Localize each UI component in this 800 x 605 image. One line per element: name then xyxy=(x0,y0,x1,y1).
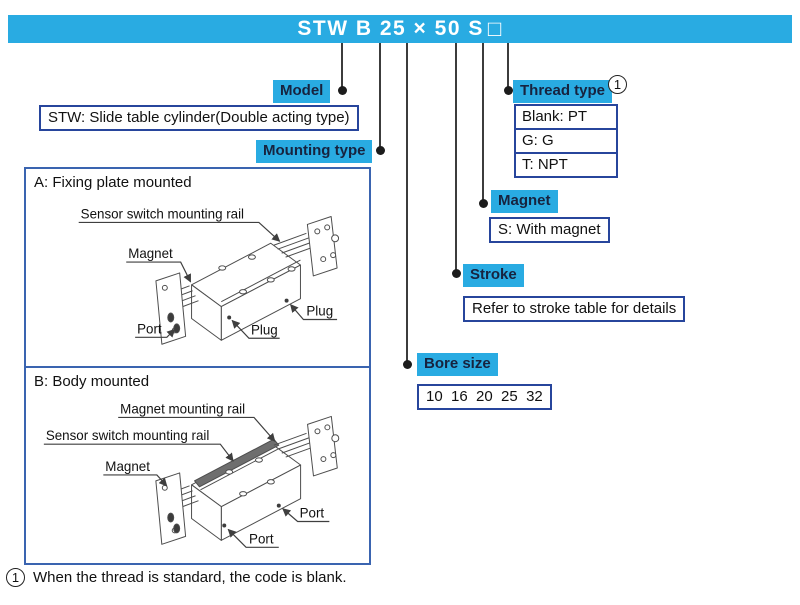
connector-dot-magnet xyxy=(479,199,488,208)
model-label: Model xyxy=(273,80,331,103)
stroke-label: Stroke xyxy=(463,264,524,287)
bore-size-label: Bore size xyxy=(417,353,498,376)
connector-line-magnet xyxy=(482,43,484,200)
model-description-box: STW: Slide table cylinder(Double acting … xyxy=(39,105,359,131)
connector-line-bore-size xyxy=(406,43,408,361)
blank-code-square: □ xyxy=(487,16,503,41)
thread-type-label: Thread type xyxy=(513,80,613,103)
diagram-a-port-label: Port xyxy=(137,321,162,336)
diagram-b-port-right-label: Port xyxy=(300,506,325,521)
diagram-a-plug-bottom-label: Plug xyxy=(251,322,278,337)
connector-dot-mounting-type xyxy=(376,146,385,155)
mounting-type-label: Mounting type xyxy=(256,140,373,163)
footnote-marker: 1 xyxy=(6,568,25,587)
diagram-b-section: B: Body mounted xyxy=(26,368,369,563)
magnet-label: Magnet xyxy=(491,190,558,213)
connector-dot-thread-type xyxy=(504,86,513,95)
diagram-b-magnet-rail-label: Magnet mounting rail xyxy=(120,401,245,416)
footnote-text: When the thread is standard, the code is… xyxy=(33,569,347,586)
connector-dot-stroke xyxy=(452,269,461,278)
mounting-diagrams-panel: A: Fixing plate mounted xyxy=(24,167,371,565)
thread-note-marker: 1 xyxy=(608,75,627,94)
diagram-b-port-bottom-label: Port xyxy=(249,531,274,546)
thread-options-table: Blank: PT G: G T: NPT xyxy=(514,104,618,178)
diagram-a-plug-right-label: Plug xyxy=(306,304,333,319)
thread-option-row: T: NPT xyxy=(514,152,618,178)
connector-line-mounting-type xyxy=(379,43,381,147)
diagram-b-sensor-rail-label: Sensor switch mounting rail xyxy=(46,428,210,443)
diagram-a-magnet-label: Magnet xyxy=(128,246,173,261)
magnet-description-box: S: With magnet xyxy=(489,217,610,243)
slide-table-cylinder-drawing-a: Sensor switch mounting rail Magnet Port … xyxy=(78,206,340,345)
connector-line-stroke xyxy=(455,43,457,270)
thread-option-row: G: G xyxy=(514,128,618,154)
connector-dot-bore-size xyxy=(403,360,412,369)
slide-table-cylinder-drawing-b: Magnet mounting rail Sensor switch mount… xyxy=(43,401,340,548)
connector-dot-model xyxy=(338,86,347,95)
bore-size-options-box: 10 16 20 25 32 xyxy=(417,384,552,410)
connector-line-thread-type xyxy=(507,43,509,87)
diagram-b-magnet-label: Magnet xyxy=(105,459,150,474)
footnote: 1 When the thread is standard, the code … xyxy=(6,568,347,587)
stroke-description-box: Refer to stroke table for details xyxy=(463,296,686,322)
thread-option-row: Blank: PT xyxy=(514,104,618,130)
connector-line-model xyxy=(341,43,343,87)
header-bar: STW B 25 × 50 S □ xyxy=(8,15,792,43)
diagram-a-section: A: Fixing plate mounted xyxy=(26,169,369,368)
diagram-a-title: A: Fixing plate mounted xyxy=(34,174,192,191)
product-code: STW B 25 × 50 S xyxy=(297,17,484,40)
diagram-a-sensor-rail-label: Sensor switch mounting rail xyxy=(81,206,244,221)
diagram-b-title: B: Body mounted xyxy=(34,373,150,390)
